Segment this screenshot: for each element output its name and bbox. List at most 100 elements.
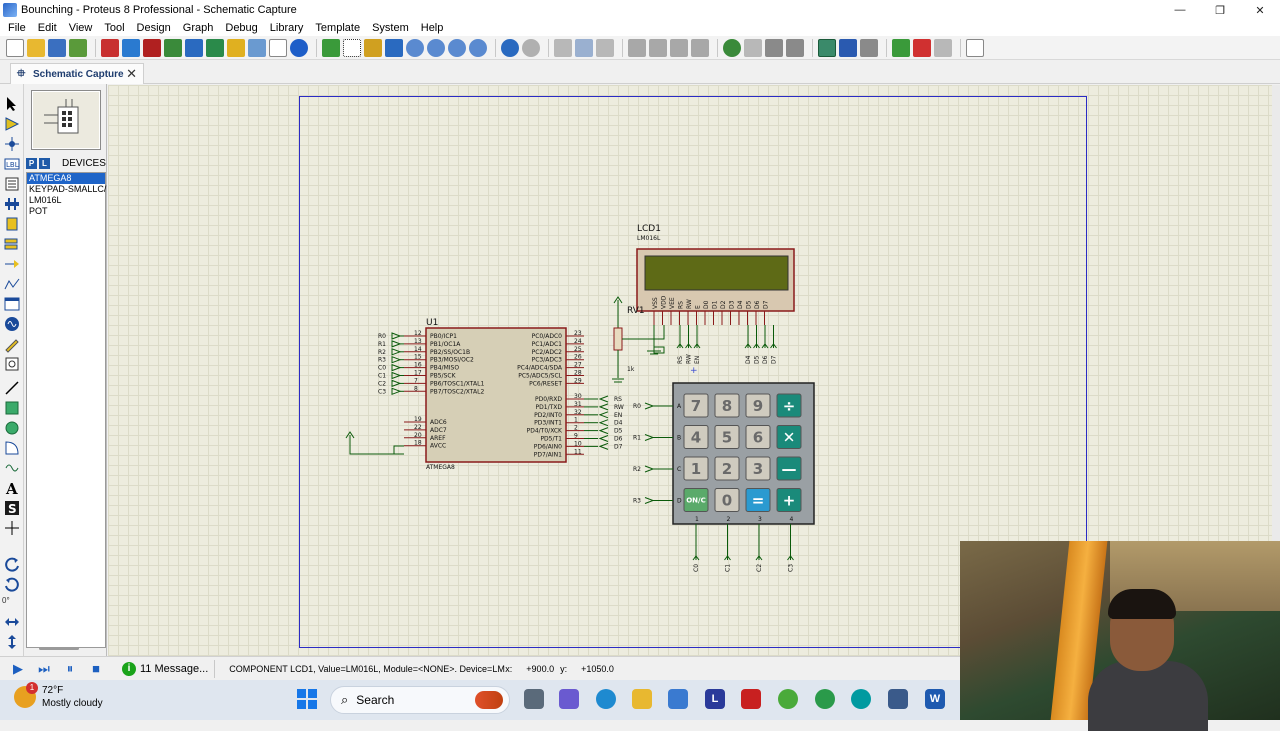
grid-icon[interactable]: [343, 38, 361, 57]
device-list-scrollbar[interactable]: [39, 647, 79, 650]
new-sheet-icon[interactable]: [892, 38, 910, 57]
step-icon[interactable]: ⏭: [38, 660, 50, 676]
close-button[interactable]: ✕: [1255, 4, 1265, 17]
import-icon[interactable]: [69, 38, 87, 57]
pick-devices-button[interactable]: P: [26, 157, 37, 169]
rotate-clockwise-icon[interactable]: [4, 556, 20, 572]
tab-schematic-capture[interactable]: ⯐ Schematic Capture ✕: [10, 63, 144, 84]
menu-graph[interactable]: Graph: [182, 22, 214, 34]
packaging-tool-icon[interactable]: [765, 38, 783, 57]
teams-chat-icon[interactable]: [559, 689, 579, 709]
new-file-icon[interactable]: [6, 38, 24, 57]
mcafee-icon[interactable]: [741, 689, 761, 709]
search-tag-icon[interactable]: [839, 38, 857, 57]
exit-to-parent-icon[interactable]: [934, 38, 952, 57]
symbol-tool-icon[interactable]: S: [4, 500, 20, 516]
block-copy-icon[interactable]: [628, 38, 646, 57]
taskbar-search[interactable]: ⌕ Search: [330, 686, 510, 714]
cut-icon[interactable]: [554, 38, 572, 57]
edge-browser-icon[interactable]: [596, 689, 616, 709]
virtual-instruments-icon[interactable]: [4, 356, 20, 372]
subcircuit-icon[interactable]: [4, 216, 20, 232]
pan-icon[interactable]: [385, 38, 403, 57]
pause-icon[interactable]: ⏸: [66, 660, 74, 676]
path-tool-icon[interactable]: [4, 460, 20, 476]
maximize-button[interactable]: ❐: [1215, 4, 1225, 17]
design-explorer-icon[interactable]: [206, 38, 224, 57]
origin-icon[interactable]: [364, 38, 382, 57]
arc-tool-icon[interactable]: [4, 440, 20, 456]
menu-file[interactable]: File: [8, 22, 26, 34]
device-item-keypad[interactable]: KEYPAD-SMALLC/: [29, 184, 107, 194]
menu-edit[interactable]: Edit: [37, 22, 57, 34]
microsoft-store-icon[interactable]: [668, 689, 688, 709]
junction-dot-icon[interactable]: [4, 136, 20, 152]
device-pins-icon[interactable]: [4, 256, 20, 272]
box-tool-icon[interactable]: [4, 400, 20, 416]
weather-widget[interactable]: 1 72°F Mostly cloudy: [14, 682, 103, 710]
wire-autorouter-icon[interactable]: [818, 38, 836, 57]
chrome-icon[interactable]: [815, 689, 835, 709]
device-item-atmega8[interactable]: ATMEGA8: [27, 173, 105, 184]
messages-indicator[interactable]: i 11 Message...: [122, 659, 216, 678]
menu-help[interactable]: Help: [420, 22, 444, 34]
rotation-angle[interactable]: 0°: [2, 596, 10, 605]
l-app-icon[interactable]: L: [705, 689, 725, 709]
pcb-icon[interactable]: [143, 38, 161, 57]
canvas-scrollbar[interactable]: [1272, 85, 1280, 656]
task-view-icon[interactable]: [524, 689, 544, 709]
schematic-icon[interactable]: [122, 38, 140, 57]
save-icon[interactable]: [48, 38, 66, 57]
undo-icon[interactable]: [501, 38, 519, 57]
marker-tool-icon[interactable]: [4, 520, 20, 536]
mirror-vertical-icon[interactable]: [4, 634, 20, 650]
start-windows-icon[interactable]: [297, 689, 317, 709]
zoom-in-icon[interactable]: [406, 38, 424, 57]
text-tool-icon[interactable]: A: [4, 480, 20, 498]
active-popup-icon[interactable]: [4, 296, 20, 312]
pick-device-icon[interactable]: [723, 38, 741, 57]
device-list[interactable]: ATMEGA8 KEYPAD-SMALLC/ LM016L POT: [26, 172, 106, 648]
remove-sheet-icon[interactable]: [913, 38, 931, 57]
open-folder-icon[interactable]: [27, 38, 45, 57]
buses-icon[interactable]: [4, 196, 20, 212]
play-icon[interactable]: ▶: [13, 660, 23, 676]
menu-debug[interactable]: Debug: [225, 22, 258, 34]
library-manager-button[interactable]: L: [39, 157, 50, 169]
device-item-pot[interactable]: POT: [29, 206, 48, 216]
text-script-icon[interactable]: [4, 176, 20, 192]
menu-design[interactable]: Design: [136, 22, 171, 34]
line-tool-icon[interactable]: [4, 380, 20, 396]
design-report-icon[interactable]: [966, 38, 984, 57]
menu-library[interactable]: Library: [269, 22, 304, 34]
help-icon[interactable]: [290, 38, 308, 57]
probe-mode-icon[interactable]: [4, 336, 20, 353]
component-mode-icon[interactable]: [4, 116, 20, 132]
make-device-icon[interactable]: [744, 38, 762, 57]
generator-mode-icon[interactable]: [4, 316, 20, 332]
word-icon[interactable]: W: [925, 689, 945, 709]
home-icon[interactable]: [101, 38, 119, 57]
menu-template[interactable]: Template: [315, 22, 361, 34]
3d-visualizer-icon[interactable]: [164, 38, 182, 57]
menu-system[interactable]: System: [372, 22, 409, 34]
selection-mode-icon[interactable]: [4, 96, 20, 112]
paste-icon[interactable]: [596, 38, 614, 57]
proteus-taskbar-icon[interactable]: [888, 689, 908, 709]
file-explorer-icon[interactable]: [632, 689, 652, 709]
source-code-icon[interactable]: [248, 38, 266, 57]
bill-of-materials-icon[interactable]: [227, 38, 245, 57]
graph-mode-icon[interactable]: [4, 276, 20, 292]
rotate-anticlockwise-icon[interactable]: [4, 576, 20, 592]
terminals-icon[interactable]: [4, 236, 20, 252]
zoom-out-icon[interactable]: [427, 38, 445, 57]
decompose-icon[interactable]: [786, 38, 804, 57]
minimize-button[interactable]: —: [1174, 4, 1186, 16]
block-rotate-icon[interactable]: [670, 38, 688, 57]
device-item-lm016l[interactable]: LM016L: [29, 195, 62, 205]
zoom-area-icon[interactable]: [469, 38, 487, 57]
property-tool-icon[interactable]: [860, 38, 878, 57]
redo-icon[interactable]: [522, 38, 540, 57]
stop-icon[interactable]: ■: [92, 661, 100, 676]
tab-close-icon[interactable]: ✕: [126, 66, 137, 81]
